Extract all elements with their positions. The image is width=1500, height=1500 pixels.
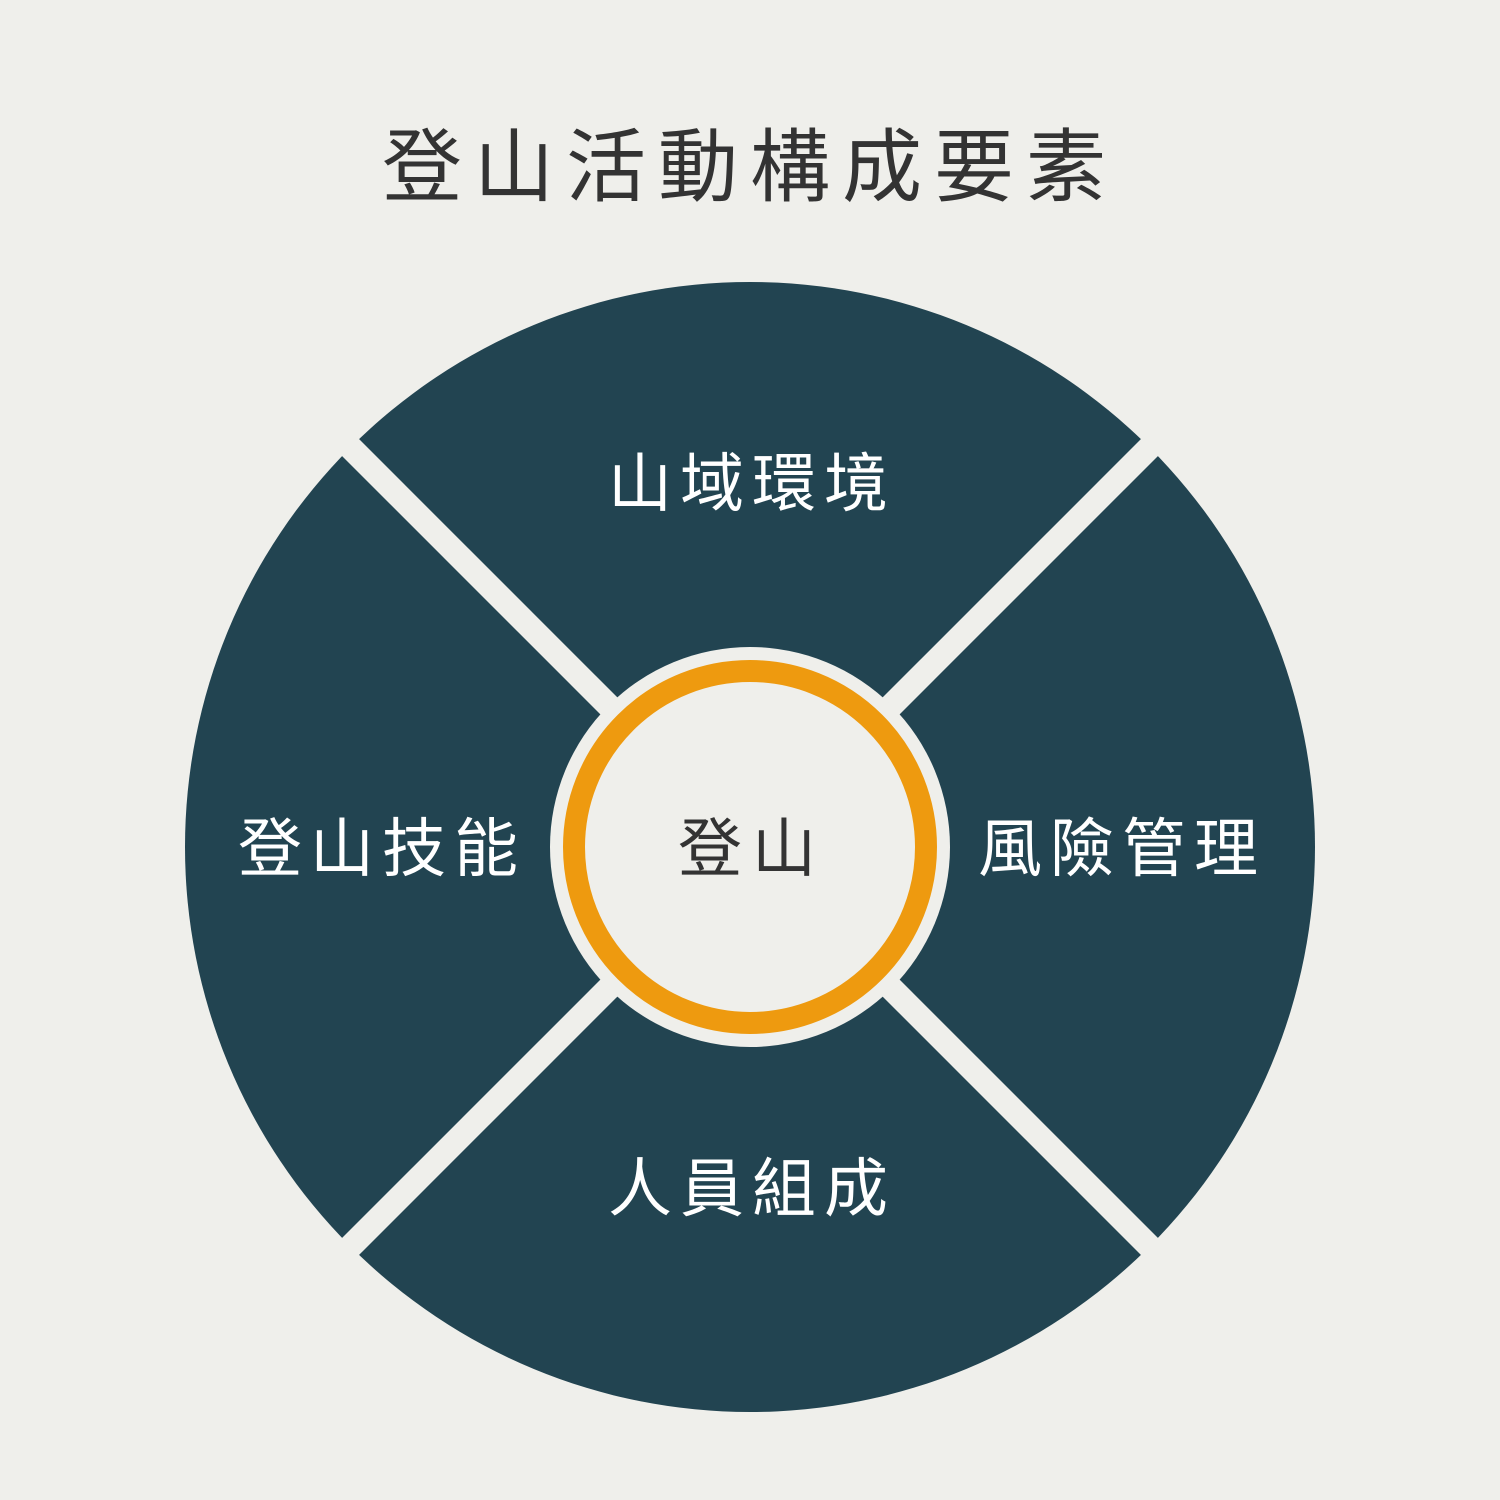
center-label: 登山 — [678, 813, 826, 887]
segment-label-bottom: 人員組成 — [608, 1153, 896, 1227]
segment-label-right: 風險管理 — [978, 813, 1266, 887]
diagram-title: 登山活動構成要素 — [382, 121, 1118, 214]
center-ring — [563, 660, 937, 1034]
segment-label-top: 山域環境 — [608, 448, 896, 522]
segment-label-left: 登山技能 — [238, 813, 526, 887]
